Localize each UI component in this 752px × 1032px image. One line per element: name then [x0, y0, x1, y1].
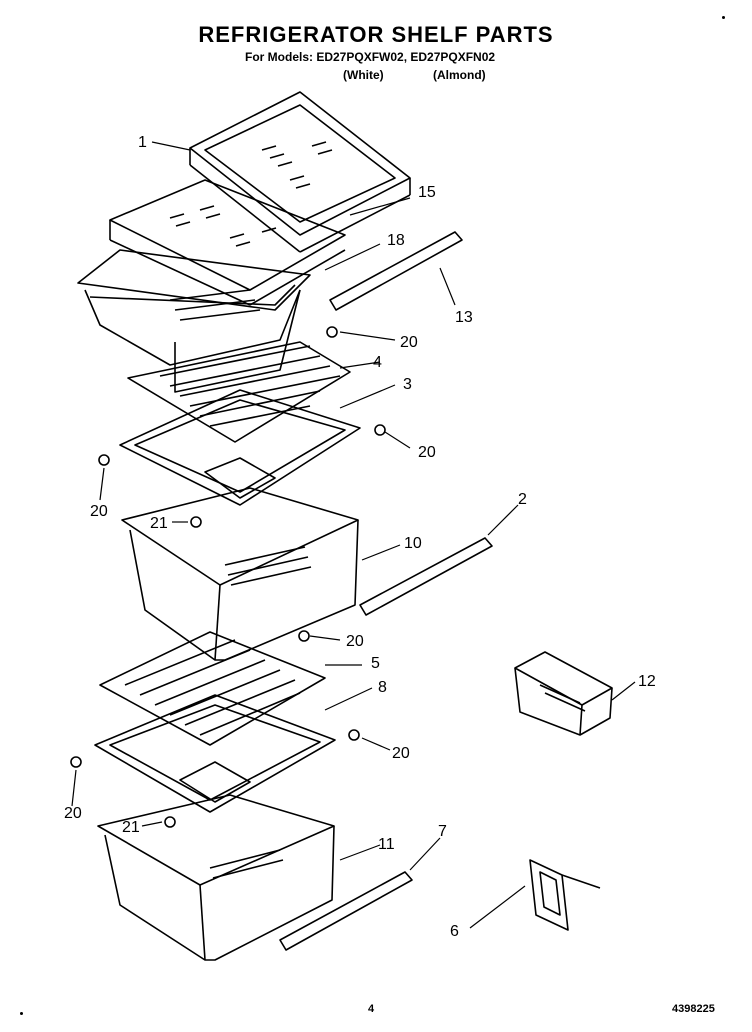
callout-21-a: 21 [150, 515, 168, 532]
part-6-bracket [529, 859, 601, 931]
callout-20-b: 20 [418, 444, 436, 461]
callout-1: 1 [138, 134, 147, 151]
part-2-trim-rail [359, 537, 493, 616]
part-8-drawer-cover [94, 694, 336, 813]
leader-lines [71, 141, 636, 929]
part-3-drawer-cover [119, 389, 361, 506]
page-number: 4 [368, 1003, 375, 1015]
callout-7: 7 [438, 823, 447, 840]
part-5-wire-shelf [99, 631, 326, 746]
part-13-trim-rail [329, 231, 463, 311]
part-18-drawer [77, 249, 311, 393]
variant-white-label: (White) [343, 68, 384, 82]
registration-dot [722, 16, 725, 19]
part-1-glass-shelf [189, 91, 411, 253]
part-10-drawer [121, 487, 359, 661]
callout-20-d: 20 [346, 633, 364, 650]
callout-18: 18 [387, 232, 405, 249]
callout-13: 13 [455, 309, 473, 326]
callout-labels: 1 15 18 13 20 4 3 20 20 21 10 2 20 5 8 1… [64, 134, 656, 940]
variant-almond-label: (Almond) [433, 68, 486, 82]
part-12-door-bin [514, 651, 613, 736]
fasteners [70, 326, 386, 828]
callout-2: 2 [518, 491, 527, 508]
callout-20-e: 20 [392, 745, 410, 762]
callout-4: 4 [373, 354, 382, 371]
callout-10: 10 [404, 535, 422, 552]
callout-11: 11 [378, 836, 395, 853]
callout-15: 15 [418, 184, 436, 201]
registration-dot [20, 1012, 23, 1015]
callout-6: 6 [450, 923, 459, 940]
part-7-trim-rail [279, 871, 413, 951]
page-title: REFRIGERATOR SHELF PARTS [198, 22, 554, 47]
callout-21-b: 21 [122, 819, 140, 836]
part-11-drawer [97, 794, 335, 961]
callout-5: 5 [371, 655, 380, 672]
callout-12: 12 [638, 673, 656, 690]
document-number: 4398225 [672, 1003, 715, 1015]
part-15-glass-shelf [109, 179, 346, 306]
callout-20-f: 20 [64, 805, 82, 822]
callout-8: 8 [378, 679, 387, 696]
callout-3: 3 [403, 376, 412, 393]
callout-20-a: 20 [400, 334, 418, 351]
models-line: For Models: ED27PQXFW02, ED27PQXFN02 [245, 50, 496, 64]
callout-20-c: 20 [90, 503, 108, 520]
part-4-wire-shelf [127, 341, 351, 443]
